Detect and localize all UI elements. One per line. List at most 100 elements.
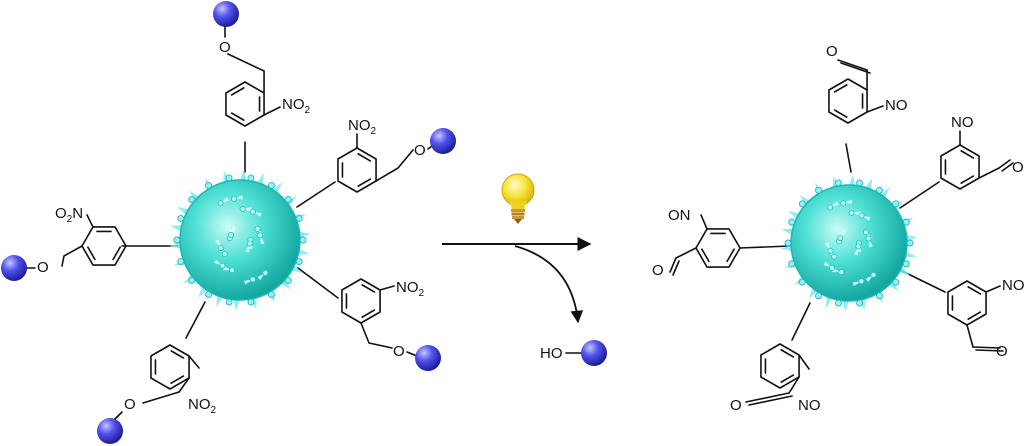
ring-outline bbox=[947, 280, 987, 326]
released-alcohol: HO bbox=[540, 340, 607, 366]
benzene-ring bbox=[341, 278, 381, 324]
double-bond bbox=[780, 349, 795, 358]
cho-bond bbox=[788, 376, 800, 394]
nanoparticle-core bbox=[169, 169, 311, 311]
no2-label: NO2 bbox=[188, 396, 217, 416]
benzene-ring bbox=[150, 344, 190, 390]
benzene-ring bbox=[940, 144, 980, 190]
linker-bond bbox=[185, 301, 206, 339]
double-bond bbox=[726, 248, 735, 263]
ligand-bead bbox=[415, 345, 441, 371]
ring-outline bbox=[828, 78, 868, 124]
double-bond bbox=[112, 246, 121, 261]
ether-o-label: O bbox=[124, 396, 136, 413]
ether-o-label: O bbox=[37, 259, 49, 276]
ether-o-label: O bbox=[393, 343, 405, 360]
no-bond bbox=[700, 214, 708, 230]
double-bond bbox=[361, 284, 376, 293]
no2-label: O2N bbox=[55, 205, 83, 225]
benzene-ring bbox=[947, 280, 987, 326]
ether-o-label: O bbox=[414, 142, 426, 159]
benzene-ring bbox=[225, 81, 265, 127]
nitroso-label: NO bbox=[885, 97, 908, 114]
co-double-bond bbox=[972, 346, 1001, 349]
linker-bond bbox=[297, 267, 339, 299]
co-double-bond bbox=[837, 59, 868, 71]
nanoparticle-core bbox=[780, 174, 918, 312]
benzene-ring bbox=[695, 228, 741, 268]
ring-outline bbox=[225, 81, 265, 127]
ch2-bond bbox=[61, 245, 83, 267]
linker-bond bbox=[296, 181, 336, 208]
no-bond bbox=[798, 354, 810, 370]
benzene-ring bbox=[828, 78, 868, 124]
co-double-bond bbox=[748, 395, 793, 406]
double-bond bbox=[967, 311, 982, 320]
co-double-bond bbox=[672, 260, 680, 276]
double-bond bbox=[361, 309, 376, 318]
aldehyde-o-label: O bbox=[730, 397, 742, 414]
ether-o-label: O bbox=[219, 39, 231, 56]
no2-bond bbox=[86, 214, 94, 228]
linker-bond bbox=[899, 181, 940, 209]
double-bond bbox=[357, 178, 372, 187]
double-bond bbox=[960, 150, 975, 159]
co-double-bond bbox=[840, 62, 871, 74]
benzene-ring bbox=[760, 343, 800, 389]
ligand-bead bbox=[430, 128, 456, 154]
linker-bond bbox=[845, 143, 852, 173]
double-bond bbox=[833, 84, 848, 93]
nitroso-label: ON bbox=[668, 207, 691, 224]
double-bond bbox=[87, 246, 96, 261]
double-bond bbox=[357, 153, 372, 162]
no2-label: NO2 bbox=[396, 279, 425, 299]
o-bead-bond bbox=[113, 411, 123, 421]
no2-label: NO2 bbox=[348, 117, 377, 137]
cho-bond bbox=[675, 247, 697, 259]
ch2-bond bbox=[142, 377, 190, 404]
co-double-bond bbox=[1001, 162, 1014, 172]
ch2-bond bbox=[227, 53, 265, 94]
nitroso-label: NO bbox=[1002, 277, 1024, 294]
double-bond bbox=[230, 112, 245, 121]
no2-label: NO2 bbox=[282, 96, 311, 116]
no2-bond bbox=[188, 355, 200, 369]
ligand-bead bbox=[97, 418, 123, 444]
double-bond bbox=[170, 350, 185, 359]
no-bond bbox=[866, 105, 884, 113]
co-double-bond bbox=[669, 257, 677, 273]
benzene-ring bbox=[81, 226, 127, 266]
ligand-bead bbox=[213, 1, 239, 27]
ch2-bond bbox=[375, 149, 414, 182]
aldehyde-o-label: O bbox=[826, 43, 838, 60]
double-bond bbox=[230, 87, 245, 96]
ch2-bond bbox=[360, 322, 393, 349]
nitroso-label: NO bbox=[951, 114, 974, 131]
ring-outline bbox=[760, 343, 800, 389]
double-bond bbox=[960, 175, 975, 184]
double-bond bbox=[780, 374, 795, 383]
ring-outline bbox=[341, 278, 381, 324]
co-double-bond bbox=[745, 392, 790, 403]
benzene-ring bbox=[337, 147, 377, 193]
released-group-bead bbox=[581, 340, 607, 366]
double-bond bbox=[701, 248, 710, 263]
co-double-bond bbox=[975, 349, 1004, 352]
ring-outline bbox=[150, 344, 190, 390]
ligand-bead bbox=[1, 255, 27, 281]
ring-outline bbox=[81, 226, 127, 266]
aldehyde-o-label: O bbox=[996, 343, 1008, 360]
no-bond bbox=[985, 285, 1001, 293]
double-bond bbox=[833, 109, 848, 118]
aldehyde-o-label: O bbox=[652, 262, 664, 279]
co-double-bond bbox=[998, 159, 1011, 169]
no2-bond bbox=[263, 106, 281, 116]
lightbulb-icon bbox=[501, 173, 535, 224]
cho-bond bbox=[978, 167, 1000, 179]
no2-bond bbox=[379, 285, 395, 291]
linker-bond bbox=[739, 245, 791, 249]
double-bond bbox=[967, 286, 982, 295]
